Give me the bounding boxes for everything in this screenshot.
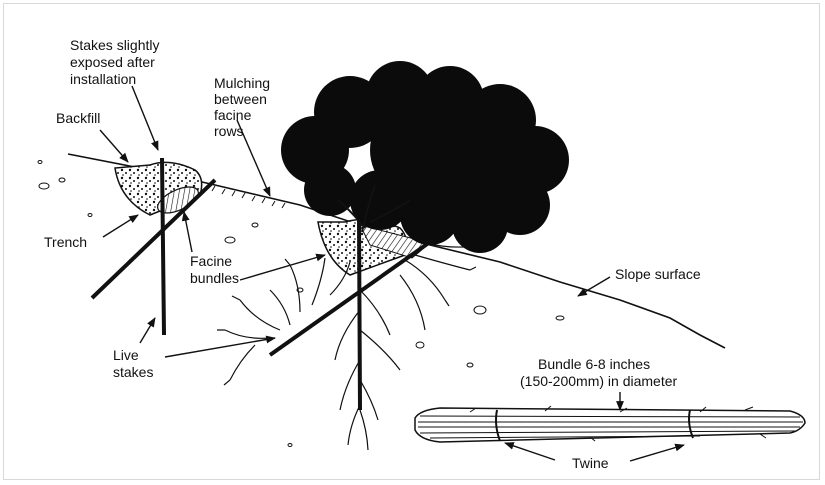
label-twine: Twine: [572, 455, 609, 471]
label-facine-bundles: Facine bundles: [190, 253, 239, 286]
label-stakes-exposed: Stakes slightly exposed after installati…: [70, 37, 163, 87]
label-bundle-size: Bundle 6-8 inches (150-200mm) in diamete…: [520, 356, 678, 389]
label-trench: Trench: [44, 234, 87, 250]
label-backfill: Backfill: [56, 110, 100, 126]
upper-live-stake-vertical: [162, 158, 164, 335]
facine-bundle-detail: [415, 406, 805, 442]
label-live-stakes: Live stakes: [113, 347, 153, 380]
ground-texture: [212, 186, 285, 208]
label-mulching: Mulching between facine rows: [214, 75, 274, 139]
label-slope-surface: Slope surface: [615, 266, 701, 282]
lower-live-stake-vertical: [359, 218, 360, 410]
